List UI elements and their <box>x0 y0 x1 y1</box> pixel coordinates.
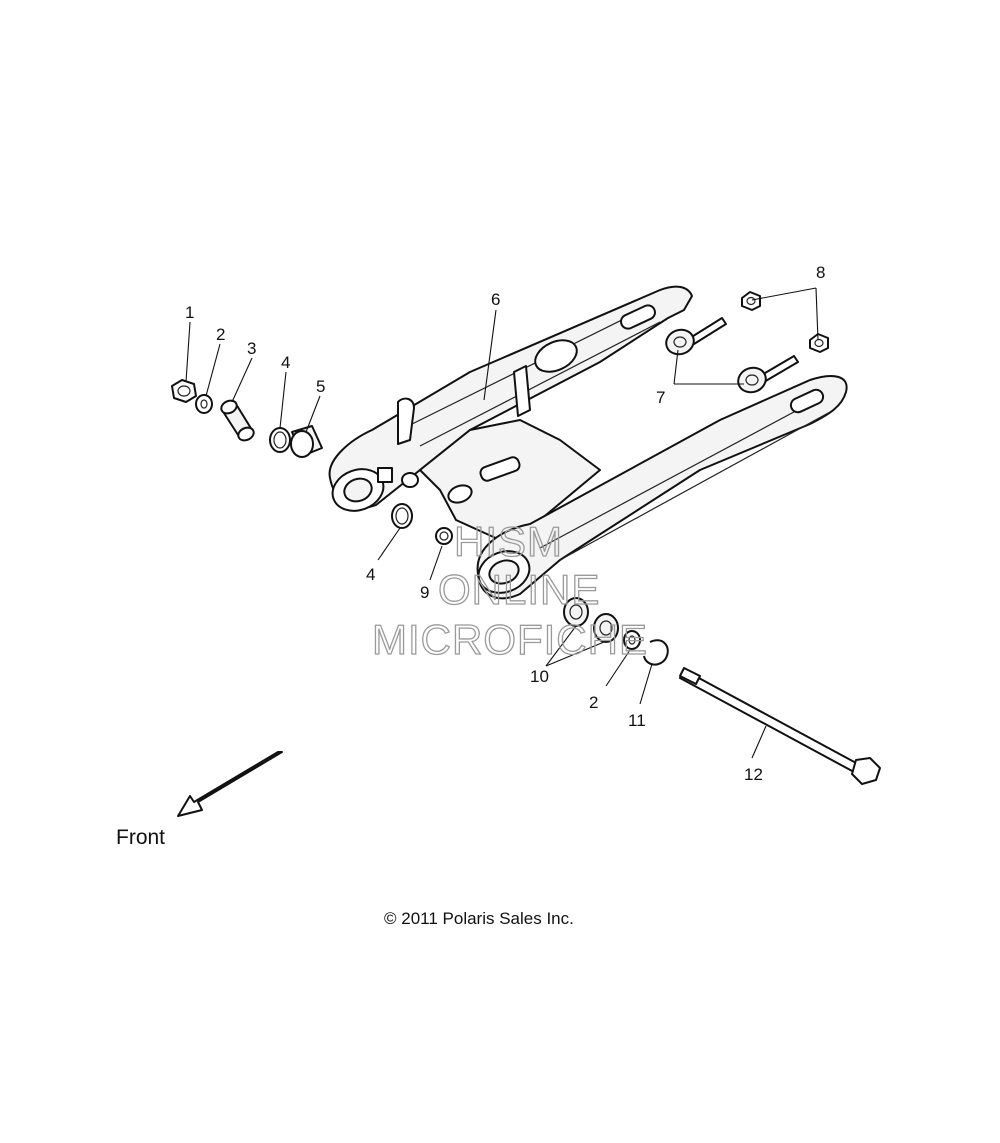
snap-ring-part-11 <box>643 639 669 666</box>
callout-9: 9 <box>420 583 429 602</box>
front-arrow-icon <box>177 751 283 817</box>
watermark: HISM ONLINE MICROFICHE <box>371 517 648 663</box>
callout-8: 8 <box>816 263 825 282</box>
callout-4-lower: 4 <box>366 565 375 584</box>
callout-2: 2 <box>216 325 225 344</box>
bolt-part-7-upper <box>665 317 727 356</box>
callout-3: 3 <box>247 339 256 358</box>
nut-part-8-lower <box>809 333 829 353</box>
copyright: © 2011 Polaris Sales Inc. <box>384 909 574 928</box>
bushing-part-3 <box>220 399 255 442</box>
seal-part-4 <box>269 427 291 453</box>
bolt-part-7-lower <box>737 355 799 394</box>
nut-part-1 <box>171 379 197 403</box>
callout-7: 7 <box>656 388 665 407</box>
front-label: Front <box>116 826 165 849</box>
washer-part-2-lower <box>623 630 641 650</box>
watermark-line-1: HISM <box>454 518 563 565</box>
bearing-part-5 <box>290 425 323 458</box>
seal-part-4-lower <box>391 503 413 529</box>
callout-5: 5 <box>316 377 325 396</box>
callout-12: 12 <box>744 765 763 784</box>
fitting-part-9 <box>435 527 453 545</box>
nut-part-8-upper <box>741 291 761 311</box>
callout-10: 10 <box>530 667 549 686</box>
callout-1: 1 <box>185 303 194 322</box>
watermark-line-2: ONLINE <box>438 566 600 613</box>
callout-2-lower: 2 <box>589 693 598 712</box>
pivot-bolt-part-12 <box>679 667 881 785</box>
callout-4: 4 <box>281 353 290 372</box>
bearing-part-10-b <box>593 613 619 643</box>
leader-lines <box>185 287 819 759</box>
swing-arm <box>328 285 848 600</box>
callout-6: 6 <box>491 290 500 309</box>
watermark-line-3: MICROFICHE <box>372 616 648 663</box>
callout-11: 11 <box>628 711 646 730</box>
bearing-part-10-a <box>563 597 589 627</box>
washer-part-2 <box>195 394 213 414</box>
